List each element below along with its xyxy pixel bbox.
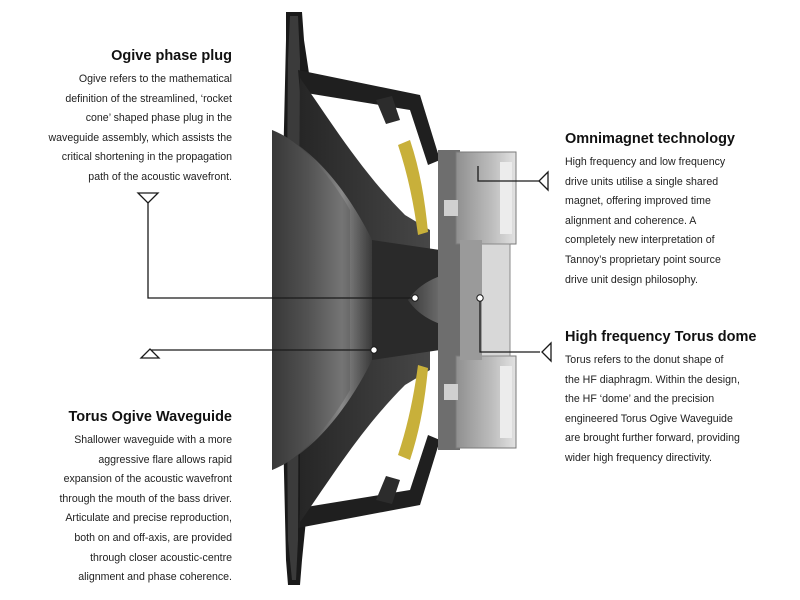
- callout-body: High frequency and low frequency drive u…: [565, 153, 785, 290]
- callout-line: completely new interpretation of: [565, 234, 715, 247]
- marker-ogive-phase-plug: [136, 192, 160, 204]
- callout-torus-ogive-waveguide: Torus Ogive Waveguide Shallower waveguid…: [20, 409, 232, 588]
- torus-ogive-waveguide-horn: [272, 130, 372, 470]
- callout-hf-torus-dome: High frequency Torus dome Torus refers t…: [565, 329, 785, 469]
- callout-line: alignment and coherence. A: [565, 214, 697, 227]
- callout-ogive-phase-plug: Ogive phase plug Ogive refers to the mat…: [20, 48, 232, 188]
- callout-line: Ogive refers to the mathematical: [78, 73, 232, 85]
- callout-line: through closer acoustic-centre: [90, 551, 232, 564]
- leader-omnimagnet: [477, 166, 540, 182]
- callout-markers: [136, 170, 552, 363]
- callout-body: Shallower waveguide with a more aggressi…: [20, 431, 232, 588]
- marker-omnimagnet: [538, 170, 549, 192]
- driver-basket: [298, 70, 440, 528]
- callout-line: the HF ‘dome’ and the precision: [565, 393, 715, 406]
- callout-line: expansion of the acoustic wavefront: [63, 473, 232, 486]
- marker-hf-dome: [541, 341, 552, 363]
- callout-line: engineered Torus Ogive Waveguide: [565, 412, 733, 425]
- callout-line: critical shortening in the propagation: [61, 151, 232, 164]
- callout-line: cone’ shaped phase plug in the: [85, 112, 232, 125]
- callout-line: drive unit design philosophy.: [565, 273, 698, 286]
- callout-body: Ogive refers to the mathematical definit…: [20, 70, 232, 188]
- callout-title: Torus Ogive Waveguide: [68, 409, 232, 425]
- callout-endpoints: [370, 294, 484, 354]
- callout-title: High frequency Torus dome: [565, 329, 757, 345]
- callout-line: both on and off-axis, are provided: [74, 531, 232, 544]
- callout-line: Torus refers to the donut shape of: [565, 354, 724, 366]
- callout-line: drive units utilise a single shared: [565, 175, 719, 188]
- callout-line: Articulate and precise reproduction,: [65, 512, 232, 525]
- callout-body: Torus refers to the donut shape of the H…: [565, 351, 785, 469]
- callout-line: are brought further forward, providing: [565, 432, 740, 445]
- callout-line: aggressive flare allows rapid: [98, 453, 232, 466]
- callout-title: Omnimagnet technology: [565, 131, 735, 147]
- callout-line: Shallower waveguide with a more: [74, 434, 232, 446]
- marker-torus-ogive-waveguide: [139, 348, 161, 359]
- callout-line: waveguide assembly, which assists the: [48, 131, 232, 144]
- callout-line: magnet, offering improved time: [565, 195, 711, 208]
- leader-lines: [147, 166, 540, 353]
- leader-ogive-phase-plug: [147, 200, 415, 299]
- leader-hf-dome: [479, 298, 540, 353]
- callout-line: wider high frequency directivity.: [565, 451, 713, 464]
- callout-line: through the mouth of the bass driver.: [59, 492, 232, 505]
- callout-title: Ogive phase plug: [111, 48, 232, 64]
- callout-line: Tannoy’s proprietary point source: [565, 253, 721, 266]
- omnimagnet-assembly: [438, 150, 517, 450]
- callout-line: High frequency and low frequency: [565, 156, 726, 168]
- callout-line: the HF diaphragm. Within the design,: [565, 373, 740, 386]
- callout-omnimagnet-technology: Omnimagnet technology High frequency and…: [565, 131, 785, 290]
- suspension-spider: [398, 140, 428, 460]
- callout-line: path of the acoustic wavefront.: [88, 170, 232, 183]
- callout-line: definition of the streamlined, ‘rocket: [65, 92, 232, 105]
- callout-line: alignment and phase coherence.: [78, 571, 232, 584]
